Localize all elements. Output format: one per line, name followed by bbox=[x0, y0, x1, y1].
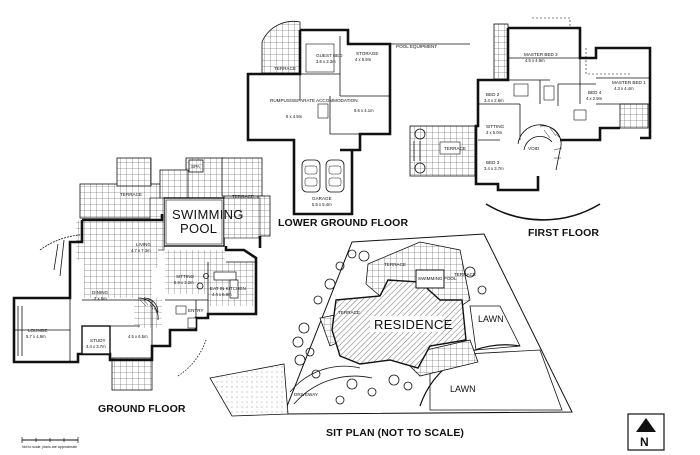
bed-2-dim: 3.4 x 2.6m bbox=[484, 98, 504, 103]
scale-note: Not to scale, plans are approximate bbox=[22, 445, 77, 449]
kitchen-label: EAT IN KITCHEN bbox=[210, 286, 246, 291]
bed-3-dim: 3.4 x 3.7m bbox=[484, 166, 504, 171]
sitting-dim: 5.9 x 3.2m bbox=[174, 280, 194, 285]
site-terrace-2-label: TERRACE bbox=[454, 272, 476, 277]
first-terrace-label: TERRACE bbox=[444, 146, 466, 151]
bed-4-label: BED 4 bbox=[588, 90, 602, 95]
terrace-right-label: TERRACE bbox=[232, 194, 254, 199]
storage-dim: 4 x 5.9m bbox=[355, 57, 372, 62]
living-dim: 4.7 x 7.3m bbox=[131, 248, 151, 253]
lower-terrace bbox=[261, 20, 301, 75]
master-bed-1-label: MASTER BED 1 bbox=[612, 80, 646, 85]
site-terrace-3-label: TERRACE bbox=[338, 310, 360, 315]
pool-equipment-label: POOL EQUIPMENT bbox=[396, 44, 437, 49]
ground-floor-title: GROUND FLOOR bbox=[98, 403, 186, 415]
site-terrace-1-label: TERRACE bbox=[384, 262, 406, 267]
storage-label: STORAGE bbox=[356, 51, 378, 56]
first-floor-plan: MASTER BED 2 4.5 x 4.9m MASTER BED 1 4.3… bbox=[409, 17, 652, 239]
hall-dim: 4.5 x 6.5m bbox=[128, 334, 148, 339]
lounge-dim: 5.7 x 4.9m bbox=[26, 334, 46, 339]
dining-dim: 3 x 6m bbox=[94, 296, 107, 301]
kitchen-dim: 4.4 x 6.9m bbox=[212, 292, 232, 297]
north-arrow: N bbox=[627, 413, 665, 451]
pool-label-line2: POOL bbox=[180, 221, 217, 236]
lawn-lower-label: LAWN bbox=[450, 384, 476, 394]
first-sitting-label: SITTING bbox=[486, 124, 505, 129]
sitting-label: SITTING bbox=[176, 274, 195, 279]
study-dim: 3.4 x 3.7m bbox=[86, 344, 106, 349]
master-bed-2-label: MASTER BED 2 bbox=[524, 52, 558, 57]
first-terrace bbox=[409, 125, 477, 177]
master-bed-2-dim: 4.5 x 4.9m bbox=[525, 58, 545, 63]
rumpus-dim: 8 x 4.9m bbox=[286, 114, 303, 119]
guest-bed-dim: 3.6 x 3.3m bbox=[316, 59, 336, 64]
void-label: VOID bbox=[528, 146, 540, 151]
swimming-pool bbox=[163, 197, 225, 247]
lower-ground-floor-title: LOWER GROUND FLOOR bbox=[278, 217, 408, 229]
first-sitting-dim: 3 x 5.0m bbox=[486, 130, 503, 135]
garage-car-left bbox=[301, 159, 321, 193]
first-floor-title: FIRST FLOOR bbox=[528, 227, 599, 239]
lower-terrace-label: TERRACE bbox=[274, 66, 296, 71]
ground-floor-plan: TERRACE TERRACE SPA SWIMMING POOL LIVING… bbox=[12, 157, 271, 415]
bed-4-dim: 4 x 2.9m bbox=[586, 96, 603, 101]
study-label: STUDY bbox=[90, 338, 106, 343]
site-plan-title: SIT PLAN (NOT TO SCALE) bbox=[326, 427, 464, 439]
garage-car-right bbox=[325, 159, 345, 193]
bed-2-label: BED 2 bbox=[486, 92, 500, 97]
store2-dim: 5.6 x 4.1m bbox=[354, 108, 374, 113]
site-pool-label: SWIMMING POOL bbox=[418, 276, 457, 281]
garage-label: GARAGE bbox=[312, 196, 332, 201]
ground-terrace-left bbox=[79, 183, 163, 219]
pool-label-line1: SWIMMING bbox=[172, 207, 244, 222]
residence-label-bg bbox=[370, 316, 442, 332]
scale-bar: Not to scale, plans are approximate bbox=[21, 437, 79, 449]
north-arrow-icon: N bbox=[640, 435, 649, 449]
driveway-label: DRIVEWAY bbox=[294, 392, 318, 397]
rumpus-label: RUMPUS/SEPARATE ACCOMMODATION bbox=[270, 98, 358, 103]
site-plan: RESIDENCE LAWN LAWN SWIMMING POOL TERRAC… bbox=[209, 233, 573, 439]
dining-label: DINING bbox=[92, 290, 109, 295]
guest-bed-label: GUEST BED bbox=[316, 53, 343, 58]
entry-label: ENTRY bbox=[188, 308, 204, 313]
residence-label: RESIDENCE bbox=[374, 317, 453, 332]
lower-ground-floor-plan: TERRACE GUEST BED 3.6 x 3.3m STORAGE 4 x… bbox=[246, 20, 470, 229]
garage-dim: 5.5 x 5.4m bbox=[312, 202, 332, 207]
living-label: LIVING bbox=[136, 242, 151, 247]
terrace-left-label: TERRACE bbox=[120, 192, 142, 197]
lawn-upper-label: LAWN bbox=[478, 314, 504, 324]
bed-3-label: BED 3 bbox=[486, 160, 500, 165]
study-room bbox=[81, 325, 111, 355]
spa bbox=[188, 159, 204, 173]
site-pool bbox=[415, 269, 445, 289]
lounge-label: LOUNGE bbox=[28, 328, 47, 333]
spa-label: SPA bbox=[191, 164, 201, 169]
master-bed-1-dim: 4.3 x 4.4m bbox=[614, 86, 634, 91]
